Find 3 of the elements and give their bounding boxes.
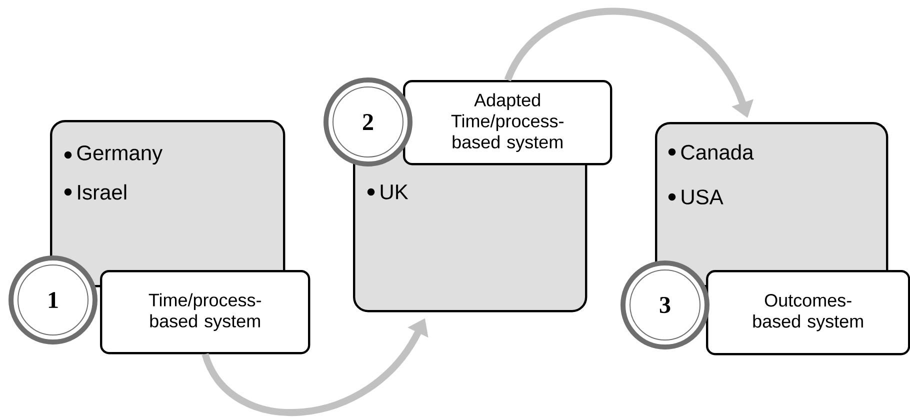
country-list-box: Canada USA (655, 122, 888, 288)
country-list-box: Germany Israel (50, 120, 286, 288)
system-label-box: Time/process-based system (100, 270, 310, 354)
